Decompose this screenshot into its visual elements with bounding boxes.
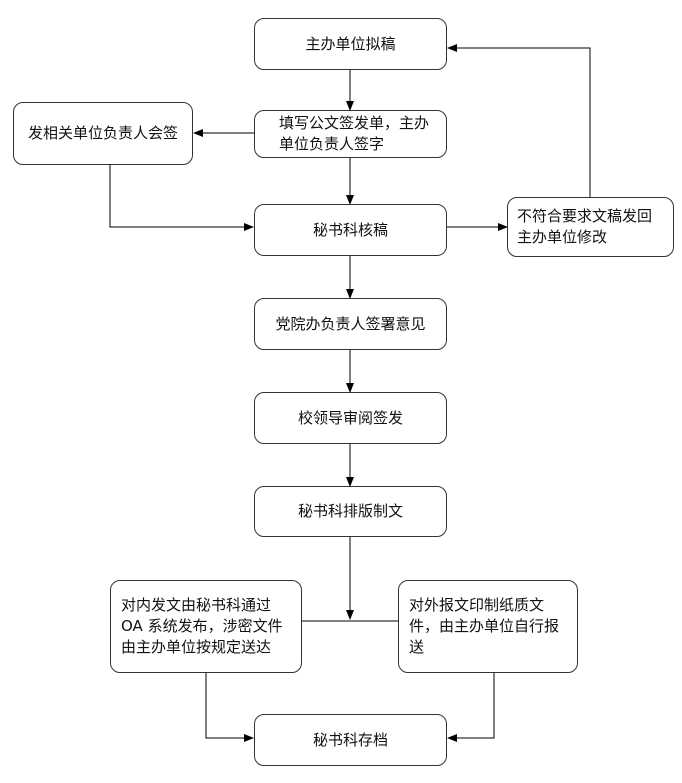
node-fill-form-label: 填写公文签发单，主办 单位负责人签字	[279, 114, 430, 153]
node-reject-label: 不符合要求文稿发回 主办单位修改	[517, 207, 653, 246]
node-typeset: 秘书科排版制文	[254, 486, 447, 537]
node-leader-sign-label: 校领导审阅签发	[297, 408, 403, 427]
edge-reject-to-draft	[447, 44, 591, 197]
node-review: 秘书科核稿	[254, 204, 447, 256]
edge-internal-to-archive	[205, 673, 254, 742]
node-cosign-label: 发相关单位负责人会签	[27, 124, 178, 142]
node-internal: 对内发文由秘书科通过 OA 系统发布，涉密文件 由主办单位按规定送达	[110, 580, 302, 673]
node-archive-label: 秘书科存档	[312, 730, 388, 749]
edge-cosign-to-review	[109, 165, 254, 231]
node-fill-form: 填写公文签发单，主办 单位负责人签字	[254, 110, 447, 158]
node-review-label: 秘书科核稿	[312, 220, 388, 239]
node-reject: 不符合要求文稿发回 主办单位修改	[507, 197, 674, 257]
edge-external-to-archive	[447, 673, 495, 742]
node-draft-label: 主办单位拟稿	[305, 34, 396, 53]
node-external: 对外报文印制纸质文 件，由主办单位自行报 送	[398, 580, 578, 673]
node-external-label: 对外报文印制纸质文 件，由主办单位自行报 送	[409, 596, 560, 656]
node-party-office: 党院办负责人签署意见	[254, 298, 447, 350]
node-draft: 主办单位拟稿	[254, 18, 447, 70]
node-internal-label: 对内发文由秘书科通过 OA 系统发布，涉密文件 由主办单位按规定送达	[121, 596, 283, 656]
node-archive: 秘书科存档	[254, 714, 447, 766]
node-leader-sign: 校领导审阅签发	[254, 392, 447, 444]
node-cosign: 发相关单位负责人会签	[13, 102, 193, 165]
node-party-office-label: 党院办负责人签署意见	[275, 314, 426, 333]
node-typeset-label: 秘书科排版制文	[297, 502, 403, 520]
